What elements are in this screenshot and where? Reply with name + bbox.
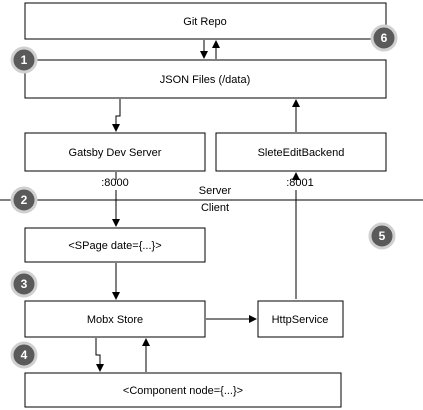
spage-node: <SPage date={...}> (24, 227, 206, 263)
slete-edit-backend-label: SleteEditBackend (258, 147, 345, 159)
badge-1: 1 (10, 46, 38, 74)
gatsby-dev-server-node: Gatsby Dev Server (24, 132, 206, 172)
git-repo-node: Git Repo (24, 2, 387, 40)
badge-3: 3 (10, 270, 38, 298)
json-files-label: JSON Files (/data) (160, 74, 250, 86)
badge-2-label: 2 (21, 193, 28, 207)
component-node: <Component node={...}> (24, 372, 342, 408)
badge-4-label: 4 (21, 348, 28, 362)
badge-4: 4 (10, 341, 38, 369)
badge-1-label: 1 (21, 53, 28, 67)
http-service-node: HttpService (257, 300, 344, 338)
git-repo-label: Git Repo (183, 16, 226, 28)
badge-5: 5 (368, 222, 396, 250)
badge-5-label: 5 (379, 229, 386, 243)
http-service-label: HttpService (272, 314, 329, 326)
mobx-store-label: Mobx Store (87, 314, 143, 326)
badge-2: 2 (10, 186, 38, 214)
port-8000-label: :8000 (101, 177, 129, 189)
edge-mobx-to-component (95, 338, 104, 372)
badge-3-label: 3 (21, 277, 28, 291)
json-files-node: JSON Files (/data) (24, 59, 387, 99)
slete-edit-backend-node: SleteEditBackend (215, 132, 387, 172)
component-label: <Component node={...}> (123, 385, 243, 397)
spage-label: <SPage date={...}> (68, 240, 161, 252)
client-zone-label: Client (201, 202, 229, 214)
mobx-store-node: Mobx Store (24, 300, 206, 338)
server-zone-label: Server (199, 185, 232, 197)
gatsby-dev-server-label: Gatsby Dev Server (69, 147, 162, 159)
edge-json-to-gatsby (112, 99, 121, 132)
badge-6-label: 6 (381, 31, 388, 45)
port-8001-label: :8001 (286, 177, 314, 189)
badge-6: 6 (370, 24, 398, 52)
